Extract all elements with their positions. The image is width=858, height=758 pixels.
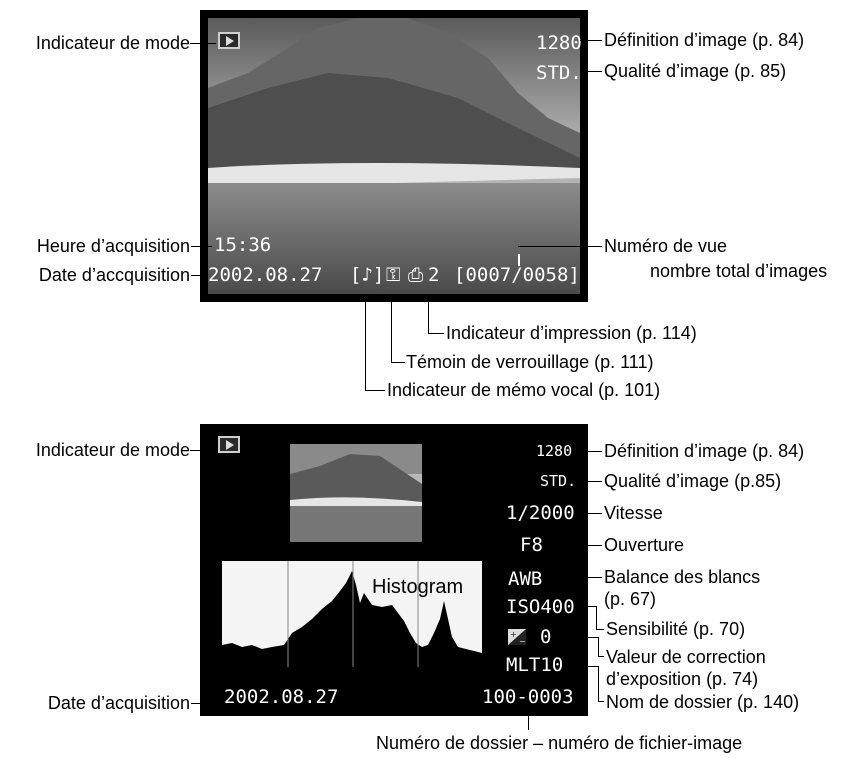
bottom-aperture-value: F8 xyxy=(520,534,543,556)
top-frame-label-1: Numéro de vue xyxy=(604,236,728,256)
memo-label: Indicateur de mémo vocal (p. 101) xyxy=(387,380,661,400)
top-resolution-label: Définition d’image (p. 84) xyxy=(604,30,805,50)
bottom-resolution-label: Définition d’image (p. 84) xyxy=(604,441,805,461)
top-landscape-photo xyxy=(208,18,580,294)
bottom-folder-label: Nom de dossier (p. 140) xyxy=(606,692,800,712)
histogram-label: Histogram xyxy=(372,576,464,598)
bottom-resolution-value: 1280 xyxy=(536,442,573,460)
top-resolution-value: 1280 xyxy=(536,32,582,54)
bottom-date-label: Date d’acquisition xyxy=(47,693,190,713)
bottom-shutter-label: Vitesse xyxy=(604,503,663,523)
bottom-ev-label-2: d’exposition (p. 74) xyxy=(606,669,759,689)
bottom-ev-value: 0 xyxy=(540,626,552,648)
bottom-file-number-value: 100-0003 xyxy=(482,686,574,708)
bottom-shutter-value: 1/2000 xyxy=(506,502,575,524)
lock-label: Témoin de verrouillage (p. 111) xyxy=(406,352,654,372)
top-time-label: Heure d’acquisition xyxy=(36,236,190,256)
bottom-wb-value: AWB xyxy=(508,568,543,590)
histogram xyxy=(222,561,482,667)
bottom-aperture-label: Ouverture xyxy=(604,535,685,555)
bottom-date-value: 2002.08.27 xyxy=(224,686,339,708)
top-quality-label: Qualité d’image (p. 85) xyxy=(604,61,787,81)
memo-leader-v xyxy=(365,302,366,391)
top-date-value: 2002.08.27 xyxy=(208,264,323,286)
top-print-count: 2 xyxy=(428,264,440,286)
exposure-compensation-icon: +− xyxy=(508,629,526,646)
bottom-iso-value: ISO400 xyxy=(506,596,575,618)
bottom-wb-label-1: Balance des blancs xyxy=(604,567,761,587)
bottom-metering-value: MLT10 xyxy=(506,654,564,676)
top-frame-counter: [0007/0058] xyxy=(454,264,580,286)
bottom-quality-label: Qualité d’image (p.85) xyxy=(604,471,782,491)
svg-text:+: + xyxy=(510,630,517,639)
bottom-lcd-screen: Histogram 1280 STD. 1/2000 F8 AWB ISO400… xyxy=(200,424,588,716)
bottom-ev-label-1: Valeur de correction xyxy=(606,647,766,667)
play-mode-icon xyxy=(218,32,240,49)
top-quality-value: STD. xyxy=(536,62,582,84)
frame-leader-white xyxy=(518,254,520,266)
top-date-label: Date d’accquisition xyxy=(38,265,190,285)
lock-leader-v xyxy=(391,302,392,363)
bottom-iso-label: Sensibilité (p. 70) xyxy=(606,619,746,639)
file-number-leader xyxy=(528,716,529,730)
svg-text:−: − xyxy=(519,637,526,645)
bottom-wb-label-2: (p. 67) xyxy=(604,589,657,609)
thumbnail-photo xyxy=(290,444,422,542)
bottom-quality-value: STD. xyxy=(540,472,577,490)
print-label: Indicateur d’impression (p. 114) xyxy=(446,323,697,343)
voice-memo-icon: [♪] xyxy=(350,264,385,286)
top-lcd-screen: 1280 STD. 15:36 2002.08.27 [♪] ⚿ ⎙ 2 [00… xyxy=(200,10,588,302)
play-mode-icon-bottom xyxy=(218,436,240,453)
top-time-value: 15:36 xyxy=(214,234,272,256)
printer-icon: ⎙ xyxy=(408,264,424,286)
print-leader-v xyxy=(428,302,429,334)
top-frame-label-2: nombre total d’images xyxy=(650,261,828,281)
top-mode-label: Indicateur de mode xyxy=(35,33,190,53)
lock-key-icon: ⚿ xyxy=(386,264,401,286)
bottom-mode-label: Indicateur de mode xyxy=(35,440,190,460)
bottom-file-label: Numéro de dossier – numéro de fichier-im… xyxy=(376,733,743,753)
